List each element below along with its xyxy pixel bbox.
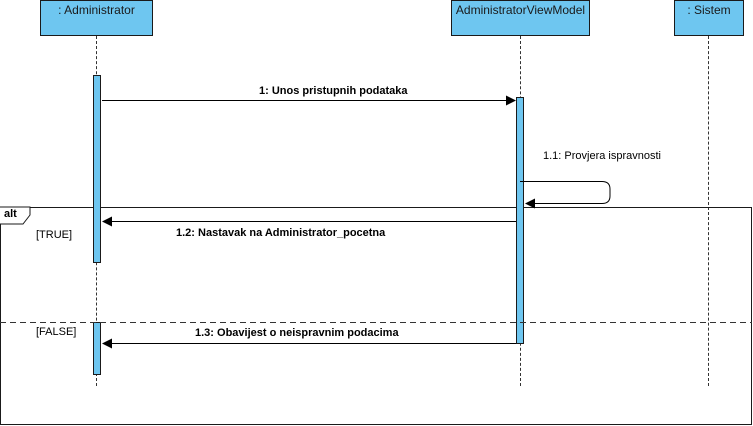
alt-fragment [0, 207, 752, 425]
message-1-label: 1: Unos pristupnih podataka [259, 85, 408, 97]
lifeline-sistem-label: : Sistem [687, 3, 731, 17]
lifeline-viewmodel-label: AdministratorViewModel [455, 3, 586, 17]
message-1-2-label: 1.2: Nastavak na Administrator_pocetna [176, 227, 386, 239]
lifeline-sistem-line [708, 36, 709, 386]
alt-fragment-tab [0, 206, 31, 225]
activation-administrator-2 [93, 322, 101, 375]
message-1-1-arrow [520, 181, 611, 209]
lifeline-viewmodel-head: AdministratorViewModel [451, 0, 590, 36]
lifeline-administrator-label: : Administrator [58, 3, 135, 17]
lifeline-sistem-head: : Sistem [674, 0, 744, 36]
alt-operator-label: alt [4, 208, 17, 220]
message-1-3-label: 1.3: Obavijest o neispravnim podacima [195, 327, 399, 339]
activation-administrator-1 [93, 75, 101, 263]
lifeline-administrator-head: : Administrator [40, 0, 153, 36]
guard-false: [FALSE] [36, 326, 77, 338]
activation-viewmodel [516, 97, 524, 344]
message-1-1-label: 1.1: Provjera ispravnosti [543, 150, 661, 162]
guard-true: [TRUE] [36, 229, 73, 241]
